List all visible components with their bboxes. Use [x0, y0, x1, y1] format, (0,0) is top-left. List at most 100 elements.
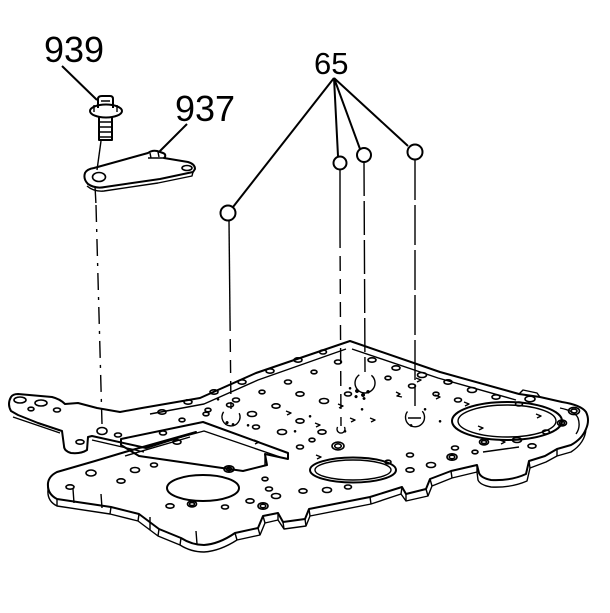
plate-dot-marks: [216, 398, 442, 433]
plate-bolt-boss: [567, 406, 581, 416]
plate-hole: [225, 402, 235, 408]
plate-hole: [158, 430, 168, 436]
plate-hole: [425, 461, 437, 469]
callout-937: 937: [83, 88, 235, 192]
callout-65-leader-a: [232, 77, 335, 208]
plate-hole: [318, 397, 330, 405]
callout-65: 65: [219, 46, 426, 434]
plate-rim-lines: [12, 348, 580, 457]
plate-bolt-boss: [188, 501, 196, 507]
plate-bolt-boss: [225, 466, 233, 472]
flange-bolt-icon: [89, 95, 123, 141]
plate-hole: [443, 378, 453, 385]
check-ball-circle-a: [219, 204, 237, 222]
callout-937-label: 937: [175, 88, 235, 129]
central-cutout: [120, 421, 289, 472]
plate-hole: [27, 406, 35, 412]
callout-65-leaders-bcd: [333, 77, 409, 157]
plate-hole: [343, 391, 353, 397]
plate-bolt-boss: [331, 441, 345, 451]
ball-seat-b: [336, 426, 346, 434]
plate-hole: [514, 401, 524, 407]
plate-hole: [384, 459, 392, 465]
plate-scribble-marks: [253, 377, 542, 460]
plate-hole: [202, 411, 210, 417]
large-opening-middle-rim: [314, 459, 392, 481]
drop-line-a-dashed: [229, 317, 232, 410]
plate-hole: [527, 442, 537, 449]
plate-hole: [231, 397, 241, 403]
plate-hole: [405, 452, 415, 458]
bolt-threads: [99, 121, 112, 138]
plate-hole: [524, 395, 536, 403]
plate-hole: [245, 497, 255, 504]
bolt-flange: [89, 103, 123, 119]
plate-outline: [8, 340, 589, 546]
plate-hole: [295, 444, 305, 450]
plate-bolt-bosses: [186, 406, 581, 511]
plate-hole: [453, 397, 463, 403]
plate-hole: [251, 424, 261, 430]
plate-hole: [321, 486, 333, 494]
plate-hole: [511, 436, 523, 444]
plate-bolt-boss: [556, 419, 568, 427]
bracket-bolt-hole: [91, 171, 107, 183]
plate-hole: [209, 388, 219, 395]
central-cutout-step: [140, 430, 281, 465]
plate-hole: [183, 398, 193, 405]
plate-hole: [75, 438, 85, 445]
plate-corner-faces: [47, 446, 558, 546]
plate-bolt-boss: [257, 501, 269, 511]
plate-hole: [283, 379, 293, 385]
plate-hole: [367, 356, 377, 363]
bracket-end-hole: [181, 164, 193, 172]
plate-thickness-edge: [47, 428, 587, 553]
bracket-thickness: [86, 151, 194, 192]
callout-65-label: 65: [314, 46, 348, 81]
ball-seat-a: [221, 411, 241, 427]
plate-hole: [116, 477, 126, 484]
ball-seat-d: [404, 410, 426, 428]
plate-hole: [261, 476, 269, 482]
plate-hole: [271, 402, 281, 409]
bracket-outline: [83, 149, 196, 189]
plate-hole: [541, 429, 551, 435]
check-ball-circle-c: [356, 147, 372, 163]
plate-hole: [293, 356, 303, 363]
drop-line-b-dashed: [339, 232, 342, 427]
large-opening-right-rim: [457, 404, 557, 438]
plate-bolt-boss: [570, 408, 578, 414]
plate-hole: [172, 438, 182, 445]
plate-bolt-boss: [446, 452, 458, 462]
plate-hole: [491, 393, 501, 400]
plate-hole: [318, 349, 328, 355]
plate-hole: [178, 417, 186, 423]
plate-hole: [149, 462, 159, 468]
plate-hole: [270, 492, 282, 500]
plate-hole: [333, 359, 343, 365]
spacer-plate: [8, 340, 589, 553]
plate-hole: [384, 375, 392, 381]
large-opening-middle: [309, 456, 397, 484]
large-opening-left: [166, 474, 240, 502]
plate-hole: [298, 487, 308, 494]
check-ball-circle-b: [332, 155, 348, 171]
retaining-bracket-icon: [83, 149, 196, 192]
callout-939: 939: [44, 29, 123, 436]
plate-bolt-boss: [558, 420, 566, 426]
plate-hole: [246, 410, 258, 418]
plate-bolt-boss: [333, 443, 343, 449]
plate-hole: [258, 389, 266, 395]
plate-hole: [264, 486, 274, 492]
plate-bolt-boss: [186, 500, 198, 508]
callout-939-label: 939: [44, 29, 104, 70]
plate-hole: [317, 428, 327, 435]
plate-hole: [165, 502, 175, 509]
plate-hole: [204, 407, 212, 413]
bolt-head-facets: [93, 100, 118, 112]
plate-hole: [65, 483, 75, 490]
plate-hole: [276, 428, 288, 436]
check-ball-circle-d: [406, 143, 424, 161]
drop-line-c: [363, 161, 366, 373]
